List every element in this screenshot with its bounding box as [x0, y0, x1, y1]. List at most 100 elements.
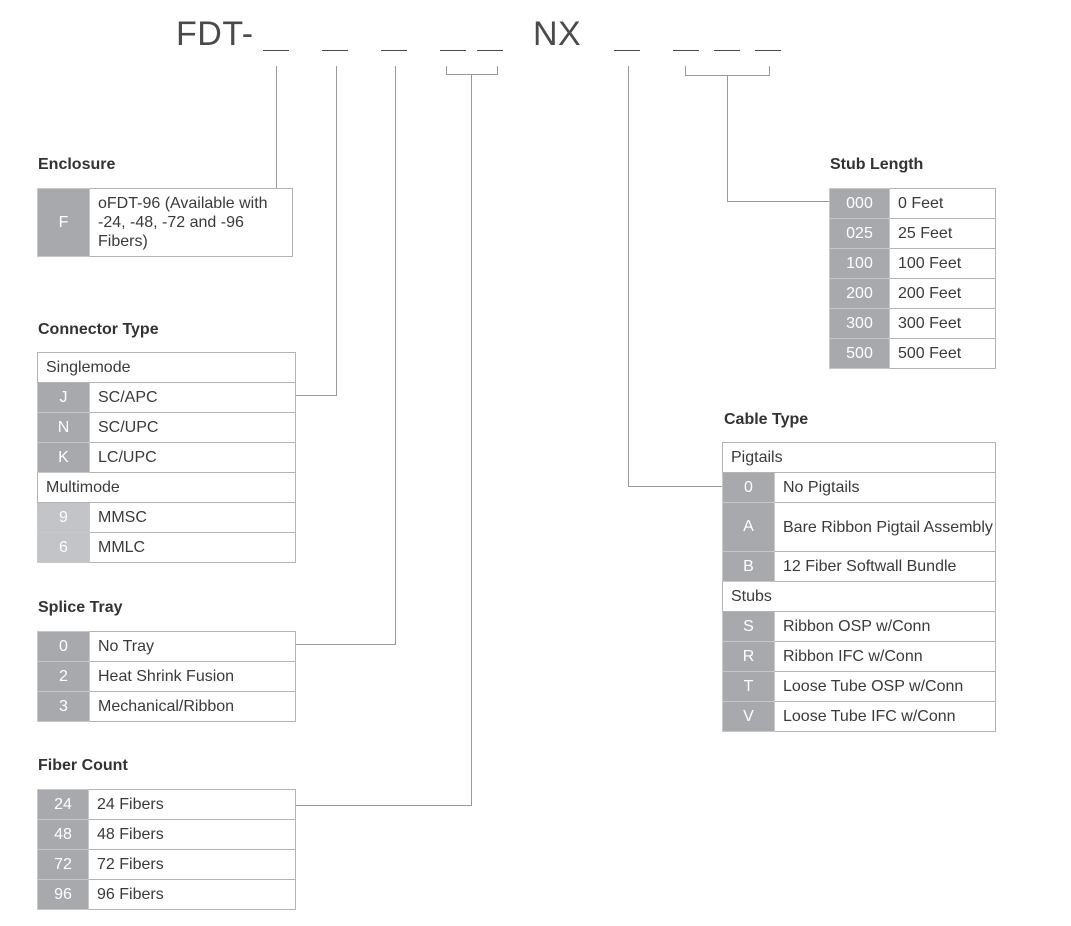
option-code: J: [37, 382, 90, 413]
option-code: 6: [37, 532, 90, 563]
table-row: F oFDT-96 (Available with -24, -48, -72 …: [37, 188, 293, 257]
option-desc: 48 Fibers: [88, 819, 296, 850]
option-desc: 24 Fibers: [88, 789, 296, 820]
table-row: 6 MMLC: [37, 532, 296, 563]
table-group-header: Pigtails: [722, 442, 996, 473]
table-row: 200 200 Feet: [829, 278, 996, 309]
fiber-count-title: Fiber Count: [38, 757, 128, 774]
option-desc: 500 Feet: [889, 338, 996, 369]
option-desc: No Tray: [89, 631, 296, 662]
table-row: 24 24 Fibers: [37, 789, 296, 820]
option-code: 100: [829, 248, 890, 279]
option-code: 200: [829, 278, 890, 309]
option-code: 96: [37, 879, 89, 910]
connector-type-title: Connector Type: [38, 321, 159, 338]
option-desc: oFDT-96 (Available with -24, -48, -72 an…: [89, 188, 293, 257]
option-code: 72: [37, 849, 89, 880]
connector-type-table: Singlemode J SC/APC N SC/UPC K LC/UPC Mu…: [37, 352, 296, 563]
blank-stub-length-1: [673, 50, 699, 52]
option-code: F: [37, 188, 90, 257]
option-code: 2: [37, 661, 90, 692]
option-desc: MMSC: [89, 502, 296, 533]
table-row: T Loose Tube OSP w/Conn: [722, 671, 996, 702]
table-row: K LC/UPC: [37, 442, 296, 473]
option-desc: 300 Feet: [889, 308, 996, 339]
table-group-header: Stubs: [722, 581, 996, 612]
blank-stub-length-2: [714, 50, 740, 52]
option-code: 025: [829, 218, 890, 249]
option-code: 9: [37, 502, 90, 533]
table-row: 500 500 Feet: [829, 338, 996, 369]
option-desc: Loose Tube OSP w/Conn: [774, 671, 996, 702]
option-desc: 25 Feet: [889, 218, 996, 249]
option-code: V: [722, 701, 775, 732]
table-row: 100 100 Feet: [829, 248, 996, 279]
option-code: 0: [37, 631, 90, 662]
option-desc: Bare Ribbon Pigtail Assembly: [774, 502, 996, 552]
enclosure-title: Enclosure: [38, 156, 116, 173]
leader-cable-type: [628, 66, 722, 487]
table-row: 3 Mechanical/Ribbon: [37, 691, 296, 722]
option-desc: 0 Feet: [889, 188, 996, 219]
option-code: A: [722, 502, 775, 552]
option-code: T: [722, 671, 775, 702]
group-label-singlemode: Singlemode: [37, 352, 296, 383]
option-code: B: [722, 551, 775, 582]
leader-stub-length: [727, 75, 829, 202]
option-desc: Ribbon OSP w/Conn: [774, 611, 996, 642]
option-desc: 12 Fiber Softwall Bundle: [774, 551, 996, 582]
table-row: 025 25 Feet: [829, 218, 996, 249]
option-code: S: [722, 611, 775, 642]
table-row: V Loose Tube IFC w/Conn: [722, 701, 996, 732]
option-code: 000: [829, 188, 890, 219]
option-code: K: [37, 442, 90, 473]
option-desc: Mechanical/Ribbon: [89, 691, 296, 722]
table-row: N SC/UPC: [37, 412, 296, 443]
splice-tray-table: 0 No Tray 2 Heat Shrink Fusion 3 Mechani…: [37, 631, 296, 722]
table-row: 0 No Tray: [37, 631, 296, 662]
table-row: 96 96 Fibers: [37, 879, 296, 910]
option-desc: LC/UPC: [89, 442, 296, 473]
cable-type-title: Cable Type: [724, 411, 809, 428]
option-desc: Ribbon IFC w/Conn: [774, 641, 996, 672]
part-prefix: FDT-: [176, 15, 254, 53]
table-row: 0 No Pigtails: [722, 472, 996, 503]
table-row: 300 300 Feet: [829, 308, 996, 339]
splice-tray-title: Splice Tray: [38, 599, 123, 616]
table-row: 72 72 Fibers: [37, 849, 296, 880]
option-desc: Heat Shrink Fusion: [89, 661, 296, 692]
option-code: 300: [829, 308, 890, 339]
stub-length-title: Stub Length: [830, 156, 924, 173]
table-row: B 12 Fiber Softwall Bundle: [722, 551, 996, 582]
stub-length-table: 000 0 Feet 025 25 Feet 100 100 Feet 200 …: [829, 188, 996, 369]
table-row: R Ribbon IFC w/Conn: [722, 641, 996, 672]
option-desc: 96 Fibers: [88, 879, 296, 910]
blank-cable-type: [614, 50, 640, 52]
option-desc: 72 Fibers: [88, 849, 296, 880]
blank-fiber-count-2: [477, 50, 503, 52]
option-code: N: [37, 412, 90, 443]
option-code: 3: [37, 691, 90, 722]
option-desc: SC/APC: [89, 382, 296, 413]
cable-type-table: Pigtails 0 No Pigtails A Bare Ribbon Pig…: [722, 442, 996, 732]
bracket-fiber-count: [446, 66, 498, 75]
table-row: 9 MMSC: [37, 502, 296, 533]
table-row: A Bare Ribbon Pigtail Assembly: [722, 502, 996, 552]
table-row: S Ribbon OSP w/Conn: [722, 611, 996, 642]
table-group-header: Multimode: [37, 472, 296, 503]
option-code: 48: [37, 819, 89, 850]
option-desc: Loose Tube IFC w/Conn: [774, 701, 996, 732]
group-label-pigtails: Pigtails: [722, 442, 996, 473]
group-label-multimode: Multimode: [37, 472, 296, 503]
option-desc: 100 Feet: [889, 248, 996, 279]
blank-stub-length-3: [755, 50, 781, 52]
table-group-header: Singlemode: [37, 352, 296, 383]
table-row: 2 Heat Shrink Fusion: [37, 661, 296, 692]
table-row: J SC/APC: [37, 382, 296, 413]
table-row: 48 48 Fibers: [37, 819, 296, 850]
option-code: R: [722, 641, 775, 672]
option-desc: SC/UPC: [89, 412, 296, 443]
blank-fiber-count-1: [440, 50, 466, 52]
option-code: 500: [829, 338, 890, 369]
